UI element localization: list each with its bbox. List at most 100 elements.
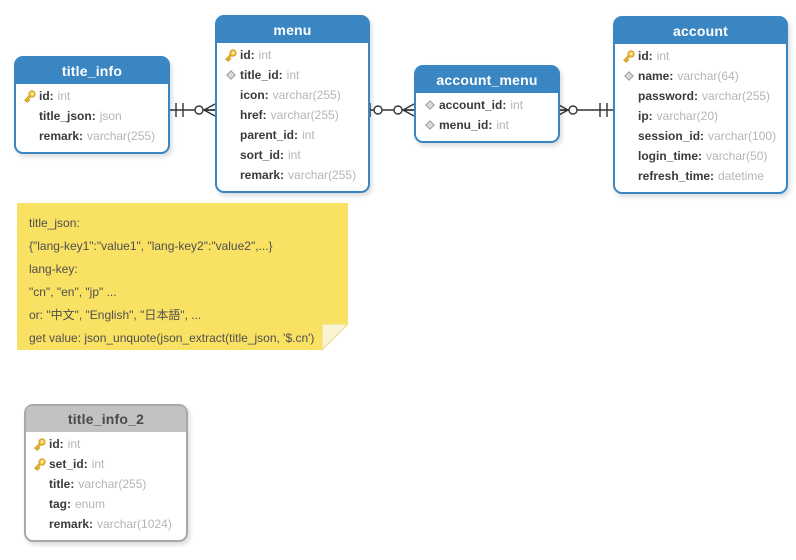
field-type: int: [57, 89, 71, 103]
field-name: id: [49, 437, 64, 451]
field-name: tag: [49, 497, 71, 511]
field-row[interactable]: refresh_time datetime: [619, 166, 782, 186]
cardinality-zero-circle-icon: [568, 105, 578, 115]
field-row[interactable]: icon varchar(255): [221, 85, 364, 105]
field-row[interactable]: sort_id int: [221, 145, 364, 165]
field-type: varchar(255): [702, 89, 771, 103]
table-fields: id int name varchar(64) password varchar…: [615, 44, 786, 192]
field-row[interactable]: id int: [221, 45, 364, 65]
field-type: varchar(255): [272, 88, 341, 102]
primary-key-icon: [619, 49, 638, 64]
table-menu[interactable]: menu id int title_id int icon varchar(25…: [215, 15, 370, 193]
field-row[interactable]: parent_id int: [221, 125, 364, 145]
foreign-key-diamond-icon: [619, 71, 638, 81]
field-type: int: [288, 148, 301, 162]
sticky-note[interactable]: title_json:{"lang-key1":"value1", "lang-…: [17, 203, 348, 350]
relationship-menu-account_menu[interactable]: [366, 103, 415, 117]
note-line: {"lang-key1":"value1", "lang-key2":"valu…: [29, 239, 273, 253]
field-type: varchar(50): [706, 149, 768, 163]
table-title_info[interactable]: title_info id int title_json json remark…: [14, 56, 170, 154]
field-row[interactable]: title varchar(255): [30, 474, 182, 494]
field-name: title: [49, 477, 74, 491]
field-row[interactable]: title_json json: [20, 106, 164, 126]
field-row[interactable]: password varchar(255): [619, 86, 782, 106]
cardinality-zero-circle-icon: [373, 105, 383, 115]
field-type: varchar(20): [656, 109, 719, 123]
field-row[interactable]: remark varchar(255): [221, 165, 364, 185]
table-account_menu[interactable]: account_menu account_id int menu_id int: [414, 65, 560, 143]
field-name: name: [638, 69, 673, 83]
cardinality-zero-circle-icon: [194, 105, 204, 115]
field-name: menu_id: [439, 118, 492, 132]
field-row[interactable]: ip varchar(20): [619, 106, 782, 126]
field-row[interactable]: id int: [20, 86, 164, 106]
field-name: refresh_time: [638, 169, 714, 183]
foreign-key-diamond-icon: [420, 120, 439, 130]
field-type: varchar(255): [87, 129, 156, 143]
field-row[interactable]: remark varchar(1024): [30, 514, 182, 534]
primary-key-icon: [30, 457, 49, 472]
table-fields: id int set_id int title varchar(255) tag…: [26, 432, 186, 540]
foreign-key-diamond-icon: [221, 70, 240, 80]
field-type: varchar(255): [270, 108, 339, 122]
field-name: remark: [49, 517, 93, 531]
primary-key-icon: [221, 48, 240, 63]
primary-key-icon: [30, 437, 49, 452]
note-text: title_json:{"lang-key1":"value1", "lang-…: [29, 212, 336, 350]
note-line: "cn", "en", "jp" ...: [29, 285, 117, 299]
field-row[interactable]: menu_id int: [420, 115, 554, 135]
note-line: or: "中文", "English", "日本語", ...: [29, 308, 202, 322]
foreign-key-diamond-icon: [420, 100, 439, 110]
table-fields: id int title_id int icon varchar(255) hr…: [217, 43, 368, 191]
field-row[interactable]: session_id varchar(100): [619, 126, 782, 146]
field-row[interactable]: name varchar(64): [619, 66, 782, 86]
table-title[interactable]: account: [615, 18, 786, 44]
crow-foot-many-icon: [402, 103, 415, 117]
table-title_info_2[interactable]: title_info_2 id int set_id int title var…: [24, 404, 188, 542]
table-title[interactable]: menu: [217, 17, 368, 43]
field-row[interactable]: title_id int: [221, 65, 364, 85]
field-row[interactable]: id int: [619, 46, 782, 66]
field-row[interactable]: id int: [30, 434, 182, 454]
field-name: href: [240, 108, 267, 122]
field-row[interactable]: set_id int: [30, 454, 182, 474]
field-name: login_time: [638, 149, 702, 163]
field-type: int: [656, 49, 670, 63]
table-title[interactable]: title_info_2: [26, 406, 186, 432]
field-type: int: [496, 118, 510, 132]
field-type: int: [91, 457, 105, 471]
field-name: icon: [240, 88, 269, 102]
table-fields: id int title_json json remark varchar(25…: [16, 84, 168, 152]
primary-key-icon: [20, 89, 39, 104]
field-type: varchar(64): [677, 69, 739, 83]
field-name: sort_id: [240, 148, 284, 162]
field-row[interactable]: login_time varchar(50): [619, 146, 782, 166]
field-row[interactable]: remark varchar(255): [20, 126, 164, 146]
field-row[interactable]: tag enum: [30, 494, 182, 514]
field-name: id: [240, 48, 255, 62]
note-folded-corner-icon: [322, 324, 348, 350]
field-name: remark: [39, 129, 83, 143]
field-type: int: [67, 437, 81, 451]
table-account[interactable]: account id int name varchar(64) password…: [613, 16, 788, 194]
field-name: remark: [240, 168, 284, 182]
field-name: set_id: [49, 457, 88, 471]
field-row[interactable]: href varchar(255): [221, 105, 364, 125]
field-name: id: [638, 49, 653, 63]
field-row[interactable]: account_id int: [420, 95, 554, 115]
table-title[interactable]: account_menu: [416, 67, 558, 93]
table-title[interactable]: title_info: [16, 58, 168, 84]
field-name: id: [39, 89, 54, 103]
field-type: json: [99, 109, 122, 123]
field-type: varchar(1024): [97, 517, 172, 531]
crow-foot-many-icon: [203, 103, 216, 117]
field-name: password: [638, 89, 698, 103]
relationship-account_menu-account[interactable]: [556, 103, 613, 117]
relationship-title_info-menu[interactable]: [166, 103, 216, 117]
field-name: title_json: [39, 109, 96, 123]
field-type: datetime: [718, 169, 765, 183]
table-fields: account_id int menu_id int: [416, 93, 558, 141]
field-type: int: [302, 128, 315, 142]
cardinality-zero-circle-icon: [393, 105, 403, 115]
